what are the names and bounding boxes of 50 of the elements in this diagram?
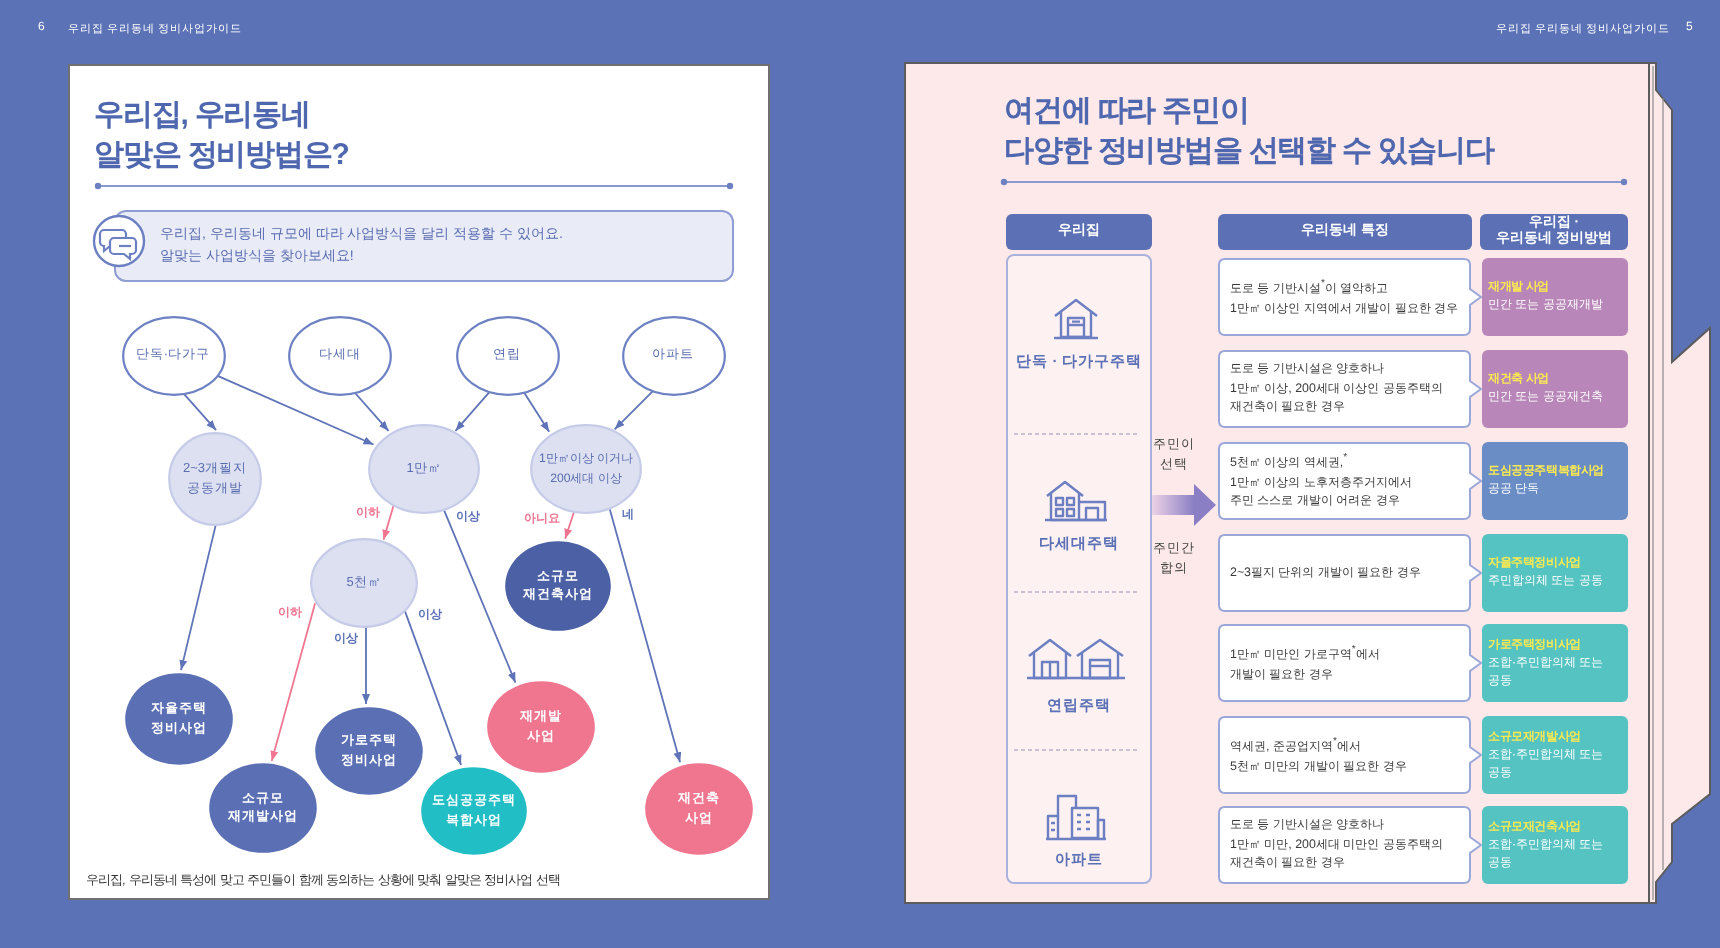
page-card xyxy=(904,62,1650,904)
speech-bubble xyxy=(1218,534,1482,612)
method-box xyxy=(1482,350,1628,428)
ellipse-node xyxy=(486,680,596,774)
arrow xyxy=(214,373,375,446)
ellipse-node xyxy=(121,316,225,396)
arrow xyxy=(564,510,576,540)
method-box xyxy=(1482,716,1628,794)
page-card xyxy=(68,64,770,900)
method-box xyxy=(1482,534,1628,612)
speech-bubble xyxy=(1218,624,1482,702)
arrow xyxy=(608,506,682,764)
panel-box xyxy=(1006,254,1152,884)
ellipse-node xyxy=(504,540,612,632)
ellipse-node xyxy=(288,316,392,396)
ellipse-node xyxy=(168,432,262,526)
arrow xyxy=(454,391,491,432)
arrow xyxy=(179,523,217,671)
header-box xyxy=(1006,214,1152,250)
ellipse-node xyxy=(124,672,234,766)
speech-bubble xyxy=(1218,350,1482,428)
block-arrow xyxy=(1150,484,1216,526)
ellipse-node xyxy=(208,762,318,854)
ellipse-node xyxy=(310,538,418,628)
speech-bubble xyxy=(1218,806,1482,884)
page-title: 우리집, 우리동네 알맞은 정비방법은? xyxy=(94,96,349,174)
arrow xyxy=(613,390,654,431)
method-box xyxy=(1482,442,1628,520)
ellipse-node xyxy=(420,766,528,856)
method-box xyxy=(1482,258,1628,336)
arrow xyxy=(522,390,551,433)
info-box xyxy=(114,210,734,282)
ellipse-node xyxy=(455,316,559,396)
method-box xyxy=(1482,806,1628,884)
speech-bubble xyxy=(1218,442,1482,520)
speech-bubble xyxy=(1218,716,1482,794)
header-box xyxy=(1480,214,1628,250)
speech-bubble xyxy=(1218,258,1482,336)
ellipse-node xyxy=(644,762,754,856)
arrow xyxy=(403,608,462,766)
arrow xyxy=(362,625,370,705)
arrow xyxy=(442,507,517,684)
arrow xyxy=(270,602,316,762)
arrow xyxy=(382,504,395,541)
ellipse-node xyxy=(621,316,725,396)
page-title: 여건에 따라 주민이 다양한 정비방법을 선택할 수 있습니다 xyxy=(1004,92,1494,170)
method-box xyxy=(1482,624,1628,702)
arrow xyxy=(353,391,390,432)
ellipse-node xyxy=(314,706,424,796)
header-box xyxy=(1218,214,1472,250)
